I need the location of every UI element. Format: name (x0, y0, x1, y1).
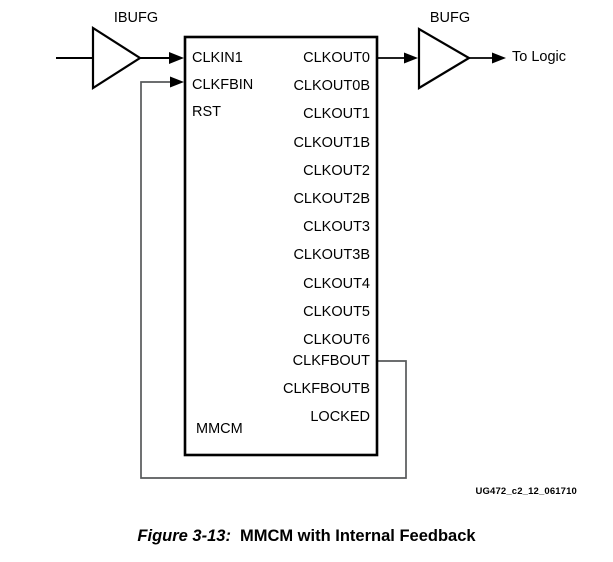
bufg-to-logic-wire (469, 52, 506, 64)
mmcm-block (183, 35, 379, 457)
pin-label-clkout3b: CLKOUT3B (293, 247, 370, 263)
pin-label-clkout1b: CLKOUT1B (293, 135, 370, 151)
pin-label-clkout6: CLKOUT6 (303, 332, 370, 348)
pin-label-clkfbout: CLKFBOUT (292, 353, 370, 369)
pin-label-clkout3: CLKOUT3 (303, 219, 370, 235)
pin-label-locked: LOCKED (310, 409, 370, 425)
clkout0-to-bufg-wire (377, 52, 418, 64)
pin-label-clkout5: CLKOUT5 (303, 304, 370, 320)
pin-label-clkfbin: CLKFBIN (192, 77, 254, 93)
figure-title: MMCM with Internal Feedback (239, 527, 476, 545)
pin-label-clkfboutb: CLKFBOUTB (282, 381, 370, 397)
ibufg-symbol (91, 25, 143, 91)
pin-label-clkout0: CLKOUT0 (303, 50, 370, 66)
pin-label-clkout1: CLKOUT1 (303, 106, 370, 122)
pin-label-clkout2: CLKOUT2 (303, 163, 370, 179)
ibufg-to-clkin1-wire (140, 52, 184, 64)
pin-label-clkout4: CLKOUT4 (303, 276, 370, 292)
pin-label-rst: RST (192, 104, 221, 120)
figure-caption: Figure 3-13: MMCM with Internal Feedback (0, 527, 613, 546)
to-logic-label: To Logic (512, 49, 567, 65)
pin-label-clkout2b: CLKOUT2B (293, 191, 370, 207)
bufg-label: BUFG (429, 10, 471, 26)
pin-label-clkout0b: CLKOUT0B (293, 78, 370, 94)
bufg-symbol (417, 27, 472, 90)
figure-number: Figure 3-13: (137, 527, 231, 545)
feedback-path (140, 76, 407, 479)
ibufg-label: IBUFG (113, 10, 159, 26)
figure-id-code: UG472_c2_12_061710 (475, 486, 577, 497)
mmcm-block-name: MMCM (196, 421, 243, 437)
pin-label-clkin1: CLKIN1 (192, 50, 243, 66)
